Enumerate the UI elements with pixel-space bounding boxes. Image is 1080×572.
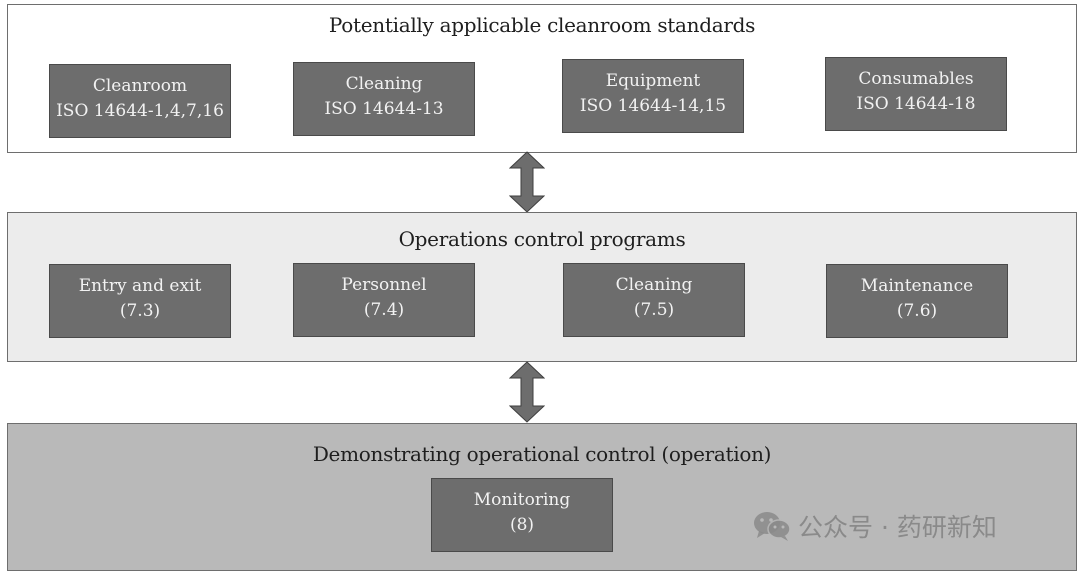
- program-box-maintenance: Maintenance (7.6): [826, 264, 1008, 338]
- standard-box-cleanroom: Cleanroom ISO 14644-1,4,7,16: [49, 64, 231, 138]
- standard-box-equipment: Equipment ISO 14644-14,15: [562, 59, 744, 133]
- demonstration-title: Demonstrating operational control (opera…: [312, 442, 772, 466]
- watermark-text: 公众号 · 药研新知: [798, 513, 997, 542]
- program-box-name: Cleaning: [615, 275, 693, 295]
- programs-title: Operations control programs: [398, 227, 686, 251]
- wechat-icon: [754, 512, 791, 541]
- watermark: 公众号 · 药研新知: [752, 506, 997, 546]
- standard-box-name: Cleanroom: [92, 76, 188, 96]
- standard-box-detail: ISO 14644-14,15: [579, 96, 727, 116]
- demonstration-box-detail: (8): [509, 515, 535, 535]
- standard-box-name: Consumables: [858, 69, 974, 89]
- standard-box-detail: ISO 14644-1,4,7,16: [56, 101, 224, 121]
- standard-box-cleaning: Cleaning ISO 14644-13: [293, 62, 475, 136]
- program-box-detail: (7.3): [119, 301, 161, 321]
- program-box-name: Maintenance: [860, 276, 974, 296]
- program-box-detail: (7.6): [896, 301, 938, 321]
- demonstration-box-name: Monitoring: [473, 490, 571, 510]
- program-box-name: Entry and exit: [78, 276, 202, 296]
- standard-box-name: Cleaning: [345, 74, 423, 94]
- program-box-cleaning: Cleaning (7.5): [563, 263, 745, 337]
- program-box-name: Personnel: [341, 275, 427, 295]
- double-arrow-icon: [509, 361, 545, 423]
- standards-title: Potentially applicable cleanroom standar…: [328, 13, 756, 37]
- standard-box-detail: ISO 14644-18: [856, 94, 976, 114]
- double-arrow-icon: [509, 151, 545, 213]
- programs-panel: Operations control programs Entry and ex…: [7, 212, 1077, 362]
- standards-panel: Potentially applicable cleanroom standar…: [7, 4, 1077, 153]
- standard-box-name: Equipment: [605, 71, 701, 91]
- standard-box-consumables: Consumables ISO 14644-18: [825, 57, 1007, 131]
- program-box-personnel: Personnel (7.4): [293, 263, 475, 337]
- standard-box-detail: ISO 14644-13: [324, 99, 444, 119]
- program-box-detail: (7.5): [633, 300, 675, 320]
- program-box-detail: (7.4): [363, 300, 405, 320]
- demonstration-box-monitoring: Monitoring (8): [431, 478, 613, 552]
- demonstration-panel: Demonstrating operational control (opera…: [7, 423, 1077, 571]
- program-box-entry-exit: Entry and exit (7.3): [49, 264, 231, 338]
